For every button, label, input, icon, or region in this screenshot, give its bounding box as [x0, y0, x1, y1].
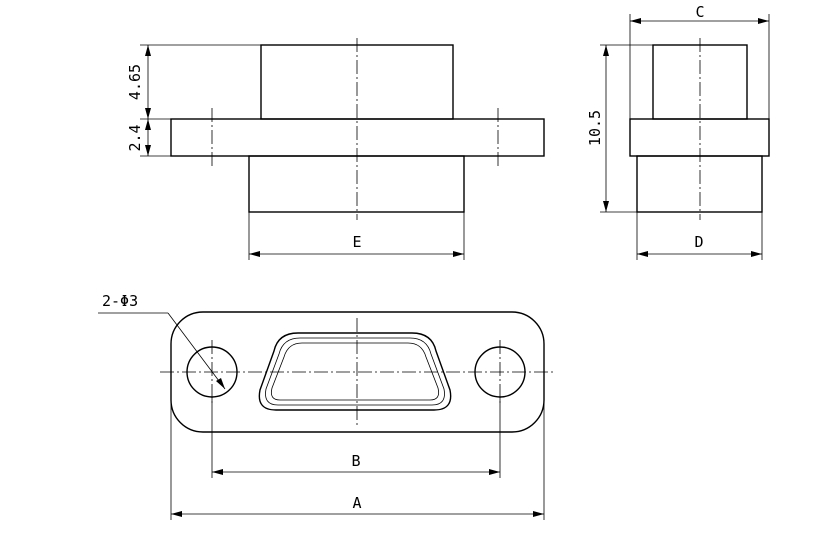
- dim-label-c: C: [695, 3, 704, 21]
- dim-hole-spacing-b: B: [211, 397, 501, 478]
- dim-overall-length-a: A: [170, 340, 545, 520]
- dim-label-2-4: 2.4: [126, 124, 144, 151]
- front-view: 4.65 2.4 E: [126, 38, 545, 260]
- dim-label-b: B: [351, 452, 360, 470]
- dim-top-height: 4.65 2.4: [126, 44, 261, 157]
- dim-label-4-65: 4.65: [126, 64, 144, 100]
- front-bottom-body: [248, 155, 465, 213]
- dim-overall-height: 10.5: [586, 44, 653, 213]
- side-view: C 10.5 D: [586, 3, 770, 260]
- dim-width-e: E: [248, 212, 465, 260]
- dim-width-c: C: [629, 3, 770, 119]
- dsub-shell-outer: [258, 332, 452, 411]
- dim-label-10-5: 10.5: [586, 110, 604, 146]
- dsub-shell-inner: [270, 342, 440, 401]
- dsub-shell-middle: [265, 337, 445, 406]
- top-view: 2-Φ3 B A: [98, 292, 556, 520]
- side-bottom-body: [636, 155, 763, 213]
- side-flange: [629, 118, 770, 157]
- dim-label-e: E: [352, 233, 361, 251]
- dim-label-d: D: [694, 233, 703, 251]
- front-flange: [170, 118, 545, 157]
- dim-width-d: D: [636, 212, 763, 260]
- hole-callout: 2-Φ3: [98, 292, 226, 390]
- dim-label-a: A: [352, 494, 361, 512]
- hole-callout-label: 2-Φ3: [102, 292, 138, 310]
